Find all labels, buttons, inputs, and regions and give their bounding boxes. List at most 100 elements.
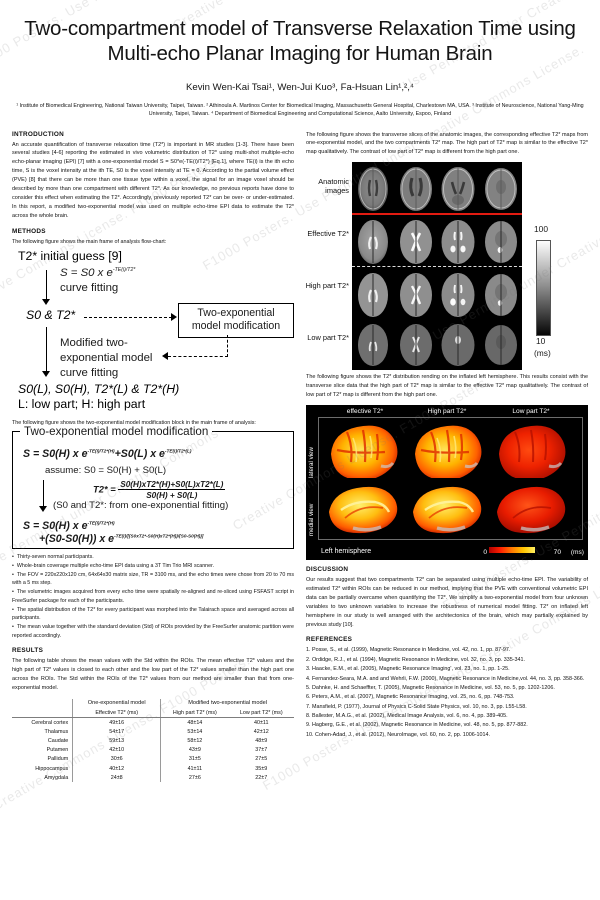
brain-slice-svg bbox=[441, 273, 475, 318]
brain-slice bbox=[480, 268, 523, 320]
brain-slice-svg bbox=[441, 324, 475, 367]
discussion-text: Our results suggest that two compartment… bbox=[306, 577, 588, 628]
flow-arrow-2-head bbox=[42, 370, 50, 377]
table-cell-high: 41±11 bbox=[160, 764, 229, 774]
brain-slice bbox=[395, 268, 438, 320]
hemisphere-medial-effective bbox=[329, 486, 398, 534]
brain-slice-svg bbox=[399, 220, 432, 265]
figure2-col-header-low: Low part T2* bbox=[512, 408, 550, 415]
table-corner-cell bbox=[12, 699, 73, 708]
list-item: The volumetric images acquired from ever… bbox=[12, 588, 294, 605]
equation-note: (S0 and T2*: from one-exponential fittin… bbox=[53, 499, 229, 511]
table-group-header-row: One-exponential model Modified two-expon… bbox=[12, 698, 294, 708]
equation-line1-exp1: -TE(i)/T2*(H) bbox=[87, 448, 115, 454]
figure2-hot-colorbar bbox=[489, 547, 535, 553]
left-column: INTRODUCTION An accurate quantification … bbox=[12, 131, 294, 783]
methods-intro-text: The following figure shows the main fram… bbox=[12, 238, 167, 245]
table-cell-effective: 42±10 bbox=[72, 745, 161, 755]
colorbar-min-label: 10 bbox=[536, 336, 546, 347]
hemisphere-medial-low bbox=[497, 486, 566, 534]
figure2-col-header-high: High part T2* bbox=[427, 408, 467, 415]
table-row-label: Cerebral cortex bbox=[31, 719, 69, 726]
brain-slice-svg bbox=[358, 324, 388, 367]
list-item: 9. Hagberg, G.E., et al. (2002), Magneti… bbox=[306, 722, 528, 729]
figure1-row-low bbox=[352, 320, 522, 372]
table-group-header-two-exp: Modified two-exponential model bbox=[160, 698, 294, 708]
list-item: 2. Ordidge, R.J., et al. (1994), Magneti… bbox=[306, 656, 526, 663]
table-cell-high: 31±5 bbox=[160, 754, 229, 765]
table-col-header-effective: Effective T2* (ms) bbox=[72, 707, 161, 719]
equation-assume: assume: S0 = S0(H) + S0(L) bbox=[45, 464, 167, 476]
flow-arrow-1-head bbox=[42, 298, 50, 305]
hemisphere-lateral-high bbox=[415, 425, 482, 478]
table-row: Pallidum 30±6 31±5 27±5 bbox=[12, 754, 294, 765]
author-list: Kevin Wen-Kai Tsai¹, Wen-Jui Kuo³, Fa-Hs… bbox=[185, 82, 415, 93]
flow-arrow-2 bbox=[46, 326, 47, 375]
table-cell-high: 43±9 bbox=[160, 745, 229, 755]
flow-modification-box: Two-exponential model modification bbox=[178, 302, 294, 338]
equation-line1-exp2: -TE(i)/T2*(L) bbox=[164, 448, 192, 454]
methods-intro2-text: The following figure shows the two-expon… bbox=[12, 419, 256, 426]
brain-slice-svg bbox=[399, 273, 432, 318]
brain-slice bbox=[352, 215, 395, 267]
list-item: 8. Ballester, M.A.G., et al. (2002), Med… bbox=[306, 712, 508, 719]
list-item: The mean value together with the standar… bbox=[12, 623, 294, 640]
list-item: The FOV = 220x220x120 cm, 64x64x30 matri… bbox=[12, 571, 294, 588]
figure2-row-label-lateral: lateral view bbox=[308, 447, 315, 478]
table-cell-effective: 49±16 bbox=[72, 717, 161, 728]
colorbar-unit-label: (ms) bbox=[534, 348, 551, 359]
brain-slice bbox=[395, 320, 438, 372]
figure2-colorbar-max: 70 bbox=[553, 548, 561, 556]
table-cell-effective: 24±8 bbox=[72, 773, 161, 783]
figure1-image-grid bbox=[352, 162, 523, 372]
table-row: Caudate 59±13 58±12 48±9 bbox=[12, 736, 294, 746]
figure1-label-effective: Effective T2* bbox=[307, 229, 349, 239]
flow-step-modified-line1: Modified two- bbox=[60, 336, 128, 349]
figure2-caption: The following figure shows the T2* distr… bbox=[306, 374, 588, 399]
section-heading-references: REFERENCES bbox=[306, 636, 353, 644]
table-col-header-high: High part T2* (ms) bbox=[160, 707, 229, 719]
page-title: Two-compartment model of Transverse Rela… bbox=[24, 17, 576, 65]
table-cell-low: 22±7 bbox=[255, 774, 268, 781]
table-cell-high: 53±14 bbox=[160, 727, 229, 737]
section-heading-discussion: DISCUSSION bbox=[306, 566, 349, 573]
brain-slice-svg bbox=[484, 325, 517, 366]
brain-slice bbox=[395, 162, 438, 214]
equation-line1-a: S = S0(H) x e bbox=[23, 447, 88, 460]
table-row: Thalamus 54±17 53±14 42±12 bbox=[12, 727, 294, 737]
list-item: 1. Posse, S., et al. (1999), Magnetic Re… bbox=[306, 647, 511, 654]
figure1-row-high bbox=[352, 268, 522, 320]
brain-slice-svg bbox=[358, 273, 388, 318]
brain-slice bbox=[480, 215, 523, 267]
table-cell-low: 40±11 bbox=[253, 719, 269, 726]
equation-t2-denominator: S0(H) + S0(L) bbox=[146, 490, 198, 500]
hemisphere-medial-high bbox=[413, 486, 482, 534]
table-group-header-one-exp: One-exponential model bbox=[72, 698, 161, 708]
figure1-row-labels: Anatomic images Effective T2* High part … bbox=[306, 162, 352, 370]
hemisphere-lateral-low bbox=[499, 425, 566, 478]
brain-slice-svg bbox=[399, 167, 432, 212]
flow-step-initial-guess: T2* initial guess [9] bbox=[18, 248, 122, 263]
equation-line2-exp1: -TE(i)/T2*(H) bbox=[87, 520, 115, 526]
list-item: 6. Peters, A.M., et al. (2007), Magnetic… bbox=[306, 694, 515, 701]
table-row-label: Putamen bbox=[46, 747, 69, 754]
table-col-header-low: Low part T2* (ms) bbox=[228, 707, 294, 719]
brain-slice bbox=[480, 320, 523, 372]
table-row-label: Hippocampus bbox=[35, 765, 69, 772]
brain-slice-svg bbox=[441, 220, 475, 265]
brain-slice bbox=[437, 215, 480, 267]
equation-arrow-head bbox=[39, 505, 47, 512]
table-column-header-row: Effective T2* (ms) High part T2* (ms) Lo… bbox=[12, 707, 294, 719]
flow-equation-1-exponent: -TE(i)/T2* bbox=[112, 267, 136, 274]
results-text: The following table shows the mean value… bbox=[12, 658, 294, 691]
section-heading-introduction: INTRODUCTION bbox=[12, 130, 64, 138]
equation-line1-b: +S0(L) x e bbox=[114, 447, 165, 460]
list-item: Thirty-seven normal participants. bbox=[12, 553, 294, 561]
list-item: 7. Mansfield, P. (1977), Journal of Phys… bbox=[306, 703, 527, 710]
flow-dashed-arrow-right bbox=[84, 316, 172, 318]
equation-t2-numerator: S0(H)xT2*(H)+S0(L)xT2*(L) bbox=[118, 479, 226, 491]
table-cell-effective: 54±17 bbox=[72, 727, 161, 737]
brain-slice bbox=[437, 268, 480, 320]
table-cell-high: 48±14 bbox=[160, 717, 229, 728]
flow-equation-1: S = S0 x e bbox=[60, 266, 113, 279]
